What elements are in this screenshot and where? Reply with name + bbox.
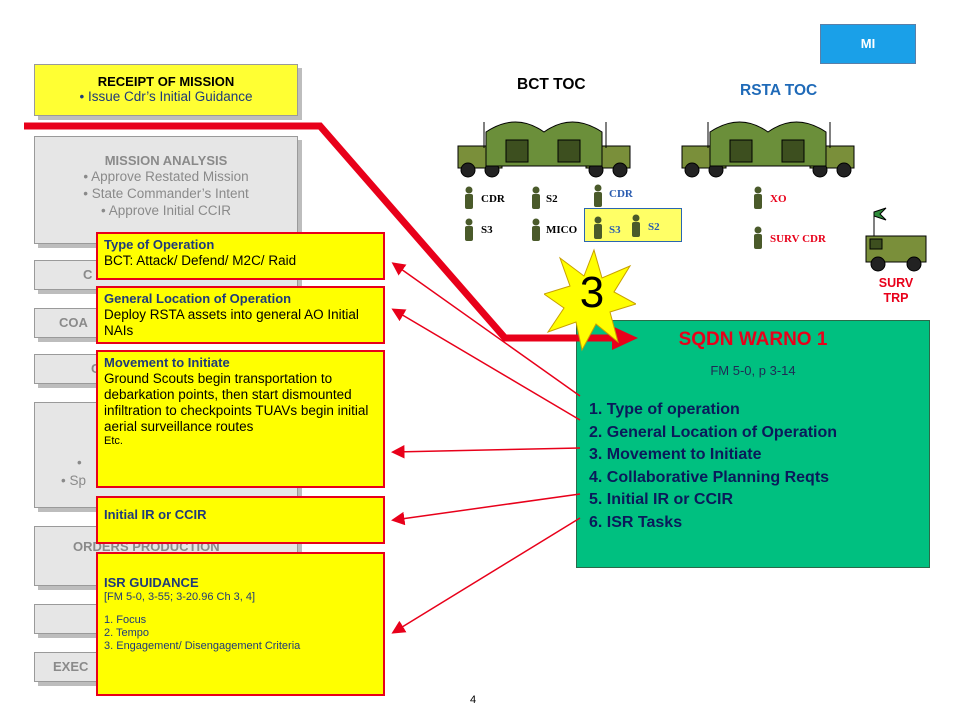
soldier-icon [754, 226, 762, 249]
coa-development-label: C [83, 267, 93, 282]
rsta-role-s3: S3 [609, 224, 621, 236]
warno-item-3: 3. Movement to Initiate [589, 446, 762, 463]
arrow-initial-ir [391, 493, 581, 526]
isr-guidance-item-3: 3. Engagement/ Disengagement Criteria [104, 640, 301, 652]
rsta-toc-title: RSTA TOC [740, 82, 818, 99]
general-location-title: General Location of Operation [104, 291, 292, 306]
isr-guidance-item-1: 1. Focus [104, 614, 147, 626]
bct-tent-icon [457, 121, 631, 178]
arrow-general-location [391, 308, 581, 421]
receipt-title: RECEIPT OF MISSION [97, 74, 235, 89]
surv-trp-line1: SURV [878, 276, 914, 290]
arrow-isr-guidance [391, 517, 581, 634]
surv-vehicle-icon [865, 207, 927, 272]
mi-box: MI [820, 24, 916, 64]
execution-label: EXEC [53, 659, 89, 674]
receipt-of-mission-box: RECEIPT OF MISSION Issue Cdr’s Initial G… [34, 64, 298, 116]
mission-analysis-item: Approve Restated Mission State Commander… [35, 168, 297, 219]
type-of-operation-body: BCT: Attack/ Defend/ M2C/ Raid [104, 253, 297, 268]
rsta-role-s2: S2 [648, 221, 660, 233]
mission-analysis-box: MISSION ANALYSIS Approve Restated Missio… [34, 136, 298, 244]
step-starburst-icon [544, 248, 636, 352]
coa-approval-bullet-b: • Sp [61, 473, 86, 488]
bct-role-s3: S3 [481, 224, 493, 236]
isr-guidance-box: ISR GUIDANCE [FM 5-0, 3-55; 3-20.96 Ch 3… [96, 552, 385, 696]
general-location-box: General Location of Operation Deploy RST… [96, 286, 385, 344]
coa-analysis-label: COA [59, 315, 88, 330]
warno-list: 1. Type of operation 2. General Location… [589, 399, 837, 534]
rsta-role-cdr: CDR [609, 188, 633, 200]
soldier-icon [532, 186, 540, 209]
warno-item-2: 2. General Location of Operation [589, 423, 838, 441]
mission-analysis-item-2: State Commander’s Intent [35, 185, 297, 202]
receipt-item-text: Issue Cdr’s Initial Guidance [79, 89, 252, 104]
surv-trp-line2: TRP [883, 291, 909, 305]
initial-ir-box: Initial IR or CCIR [96, 496, 385, 544]
mission-analysis-title: MISSION ANALYSIS [104, 153, 228, 168]
movement-to-initiate-box: Movement to Initiate Ground Scouts begin… [96, 350, 385, 488]
warno-item-6: 6. ISR Tasks [589, 513, 683, 531]
isr-guidance-list: 1. Focus 2. Tempo 3. Engagement/ Disenga… [104, 614, 377, 653]
coa-comparison-label: C [91, 361, 100, 376]
thick-flow-arrowhead [612, 326, 638, 350]
sqdn-warno-box: SQDN WARNO 1 FM 5-0, p 3-14 1. Type of o… [576, 320, 930, 568]
type-of-operation-box: Type of Operation BCT: Attack/ Defend/ M… [96, 232, 385, 280]
type-of-operation-title: Type of Operation [104, 237, 215, 252]
mission-analysis-item-1: Approve Restated Mission [35, 168, 297, 185]
warno-item-4: 4. Collaborative Planning Reqts [589, 468, 830, 486]
arrow-type-of-operation [391, 262, 581, 397]
receipt-item: Issue Cdr’s Initial Guidance [35, 89, 297, 104]
mission-analysis-item-3: Approve Initial CCIR [35, 202, 297, 219]
general-location-body: Deploy RSTA assets into general AO Initi… [104, 307, 359, 338]
bct-role-s2: S2 [546, 193, 558, 205]
surv-trp-label: SURV TRP [868, 276, 924, 306]
rsta-role-surv-cdr: SURV CDR [770, 233, 826, 245]
arrow-movement [391, 445, 581, 459]
soldier-icon [754, 186, 762, 209]
isr-guidance-ref: [FM 5-0, 3-55; 3-20.96 Ch 3, 4] [104, 591, 256, 603]
step-number: 3 [579, 268, 605, 317]
warno-item-5: 5. Initial IR or CCIR [589, 491, 734, 508]
soldier-icon [465, 218, 473, 241]
rsta-role-xo: XO [770, 193, 787, 205]
warno-title: SQDN WARNO 1 [678, 329, 828, 350]
soldier-icon [465, 186, 473, 209]
soldier-icon [594, 216, 602, 239]
page-number: 4 [470, 694, 477, 706]
coa-approval-bullet-a: • [77, 455, 82, 470]
bct-role-mico: MICO [546, 224, 578, 236]
bct-role-cdr: CDR [481, 193, 505, 205]
soldier-icon [594, 184, 602, 207]
thick-flow-line [24, 122, 612, 342]
warno-item-1: 1. Type of operation [589, 401, 740, 418]
rsta-tent-icon [681, 121, 855, 178]
initial-ir-title: Initial IR or CCIR [104, 507, 207, 522]
soldier-icon [632, 214, 640, 237]
movement-etc: Etc. [104, 435, 123, 447]
soldier-icon [532, 218, 540, 241]
isr-guidance-title: ISR GUIDANCE [104, 575, 199, 590]
bct-toc-title: BCT TOC [517, 76, 586, 93]
warno-ref: FM 5-0, p 3-14 [710, 363, 796, 378]
mi-label: MI [860, 36, 876, 51]
isr-guidance-item-2: 2. Tempo [104, 627, 150, 639]
movement-body: Ground Scouts begin transportation to de… [104, 371, 369, 434]
movement-title: Movement to Initiate [104, 355, 230, 370]
